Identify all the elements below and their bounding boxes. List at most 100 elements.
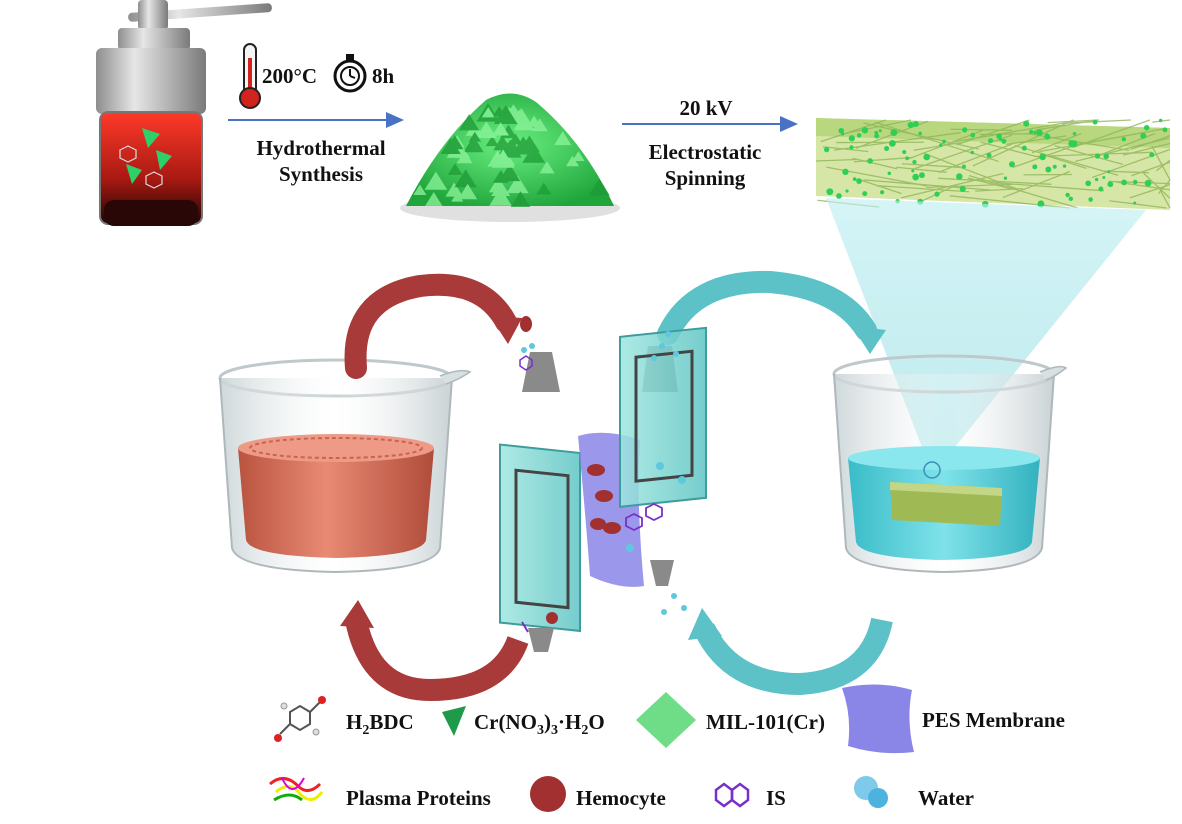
mof-particle [887, 171, 892, 176]
mof-particle [1107, 181, 1114, 188]
fiber-strand [972, 119, 1074, 167]
legend-mil101-icon [636, 692, 696, 748]
crystal-facet [522, 144, 546, 163]
mof-particle [1133, 201, 1137, 205]
mof-particle [1033, 130, 1037, 134]
mof-particle [1023, 120, 1030, 127]
mof-particle [1044, 133, 1051, 140]
fiber-strand [950, 128, 1013, 131]
crystal-facet [456, 150, 473, 164]
fiber-strand [820, 119, 887, 143]
crystal-facet [485, 135, 499, 147]
fiber-strand [949, 195, 1070, 209]
mof-particle [956, 173, 963, 180]
mof-particle [912, 159, 917, 165]
mof-particle [1103, 153, 1109, 160]
mof-particle [1068, 140, 1076, 148]
mof-particle [934, 191, 940, 197]
mof-particle [884, 146, 890, 152]
legend-hemocyte-icon [530, 776, 566, 812]
fiber-strand [822, 146, 869, 153]
mof-particle [862, 191, 868, 197]
fiber-strand [896, 166, 947, 173]
fiber-strand [1031, 132, 1082, 154]
fiber-strand [1054, 145, 1123, 165]
mof-particle [848, 135, 855, 142]
mof-particle [880, 190, 885, 195]
mof-particle [1121, 136, 1127, 142]
legend-pes-label: PES Membrane [922, 708, 1065, 732]
crystal-facet [481, 106, 495, 118]
blood-beaker [218, 358, 472, 574]
mof-particle [856, 133, 862, 138]
mof-particle [939, 143, 943, 147]
fiber-strand [1130, 135, 1171, 151]
water-beaker [832, 354, 1068, 574]
nanofiber-membrane-mat [816, 118, 1171, 210]
spinning-line2: Spinning [664, 166, 746, 190]
thermometer-icon [239, 43, 261, 109]
mof-particle [1140, 132, 1147, 139]
fiber-strand [900, 172, 1004, 199]
mof-particle [970, 150, 975, 155]
legend-plasma-label: Plasma Proteins [346, 786, 491, 810]
crystal-facet [447, 163, 463, 175]
legend-cr-nitrate-icon [442, 706, 466, 736]
fiber-strand [833, 131, 961, 151]
mof-particle [942, 139, 947, 144]
mof-particle [1032, 164, 1038, 170]
voltage-label: 20 kV [679, 96, 733, 120]
mof-particle [849, 145, 854, 150]
fiber-strand [1040, 153, 1087, 169]
mof-particle [1143, 124, 1150, 131]
mof-particle [1062, 164, 1067, 168]
mof-particle [905, 156, 909, 161]
fiber-strand [938, 177, 1052, 185]
fiber-strand [1005, 135, 1067, 145]
crystal-facet [454, 169, 477, 188]
mof-particle [1003, 176, 1008, 180]
mof-particle [874, 133, 880, 139]
fiber-strand [1156, 159, 1171, 172]
crystal-facet [458, 113, 480, 131]
legend-is-label: IS [766, 786, 786, 810]
mof-particle [1149, 152, 1155, 158]
fiber-strand [860, 179, 902, 195]
autoclave-reactor [96, 0, 272, 226]
fiber-strand [1109, 200, 1167, 209]
dialysis-cell [499, 326, 707, 652]
mof-particle [919, 172, 925, 179]
crystal-facet [463, 136, 484, 153]
mof-particle [1094, 153, 1101, 159]
crystal-facet [518, 135, 540, 153]
crystal-facet [565, 155, 579, 167]
mof-particle [996, 133, 1002, 139]
mof-particle [856, 178, 862, 184]
mof-particle [1098, 186, 1104, 192]
mof-particle [826, 188, 834, 196]
legend-cr-nitrate-label: Cr(NO3)3·H2O [474, 710, 605, 739]
fiber-strand [937, 142, 1014, 174]
fiber-strand [852, 157, 898, 170]
crystal-facet [424, 171, 448, 190]
legend-water-icon [854, 776, 888, 808]
fiber-strand [1141, 171, 1171, 199]
mof-particle [1036, 129, 1043, 136]
mof-particle [962, 127, 968, 133]
crystal-facet [498, 163, 521, 182]
mof-particle [878, 129, 882, 133]
crystal-facet [445, 182, 464, 197]
mof-particle [970, 132, 976, 138]
stopwatch-icon [333, 54, 367, 93]
mof-particle [1107, 170, 1111, 174]
crystal-facet [508, 133, 523, 145]
crystal-facet [491, 149, 515, 168]
mof-particle [888, 139, 896, 147]
fiber-strand [953, 120, 1075, 143]
mof-particle [1021, 145, 1027, 151]
mof-particle [912, 120, 919, 128]
mof-particle [912, 173, 920, 181]
mof-particle [1121, 179, 1127, 186]
fiber-strand [876, 185, 970, 193]
